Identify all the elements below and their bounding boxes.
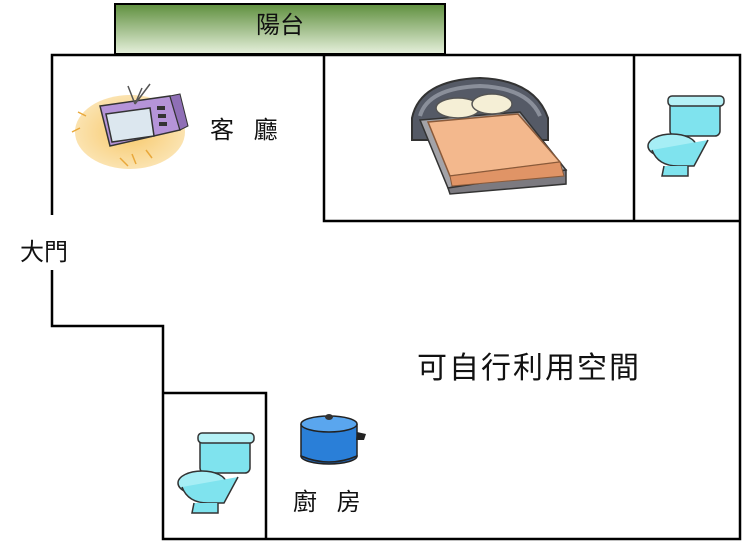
bed-icon: [411, 76, 568, 195]
kitchen-label: 廚 房: [293, 488, 367, 516]
toilet-icon: [647, 95, 725, 177]
balcony-label: 陽台: [256, 11, 304, 39]
free-space-label: 可自行利用空間: [417, 351, 641, 386]
living-room-label: 客 廳: [210, 116, 284, 144]
toilet-icon-bottom: [177, 432, 255, 514]
tv-icon: [71, 83, 189, 169]
balcony-area: [114, 3, 446, 55]
front-door-label: 大門: [20, 238, 68, 266]
pot-icon: [300, 414, 366, 465]
outer-walls: [50, 53, 742, 541]
